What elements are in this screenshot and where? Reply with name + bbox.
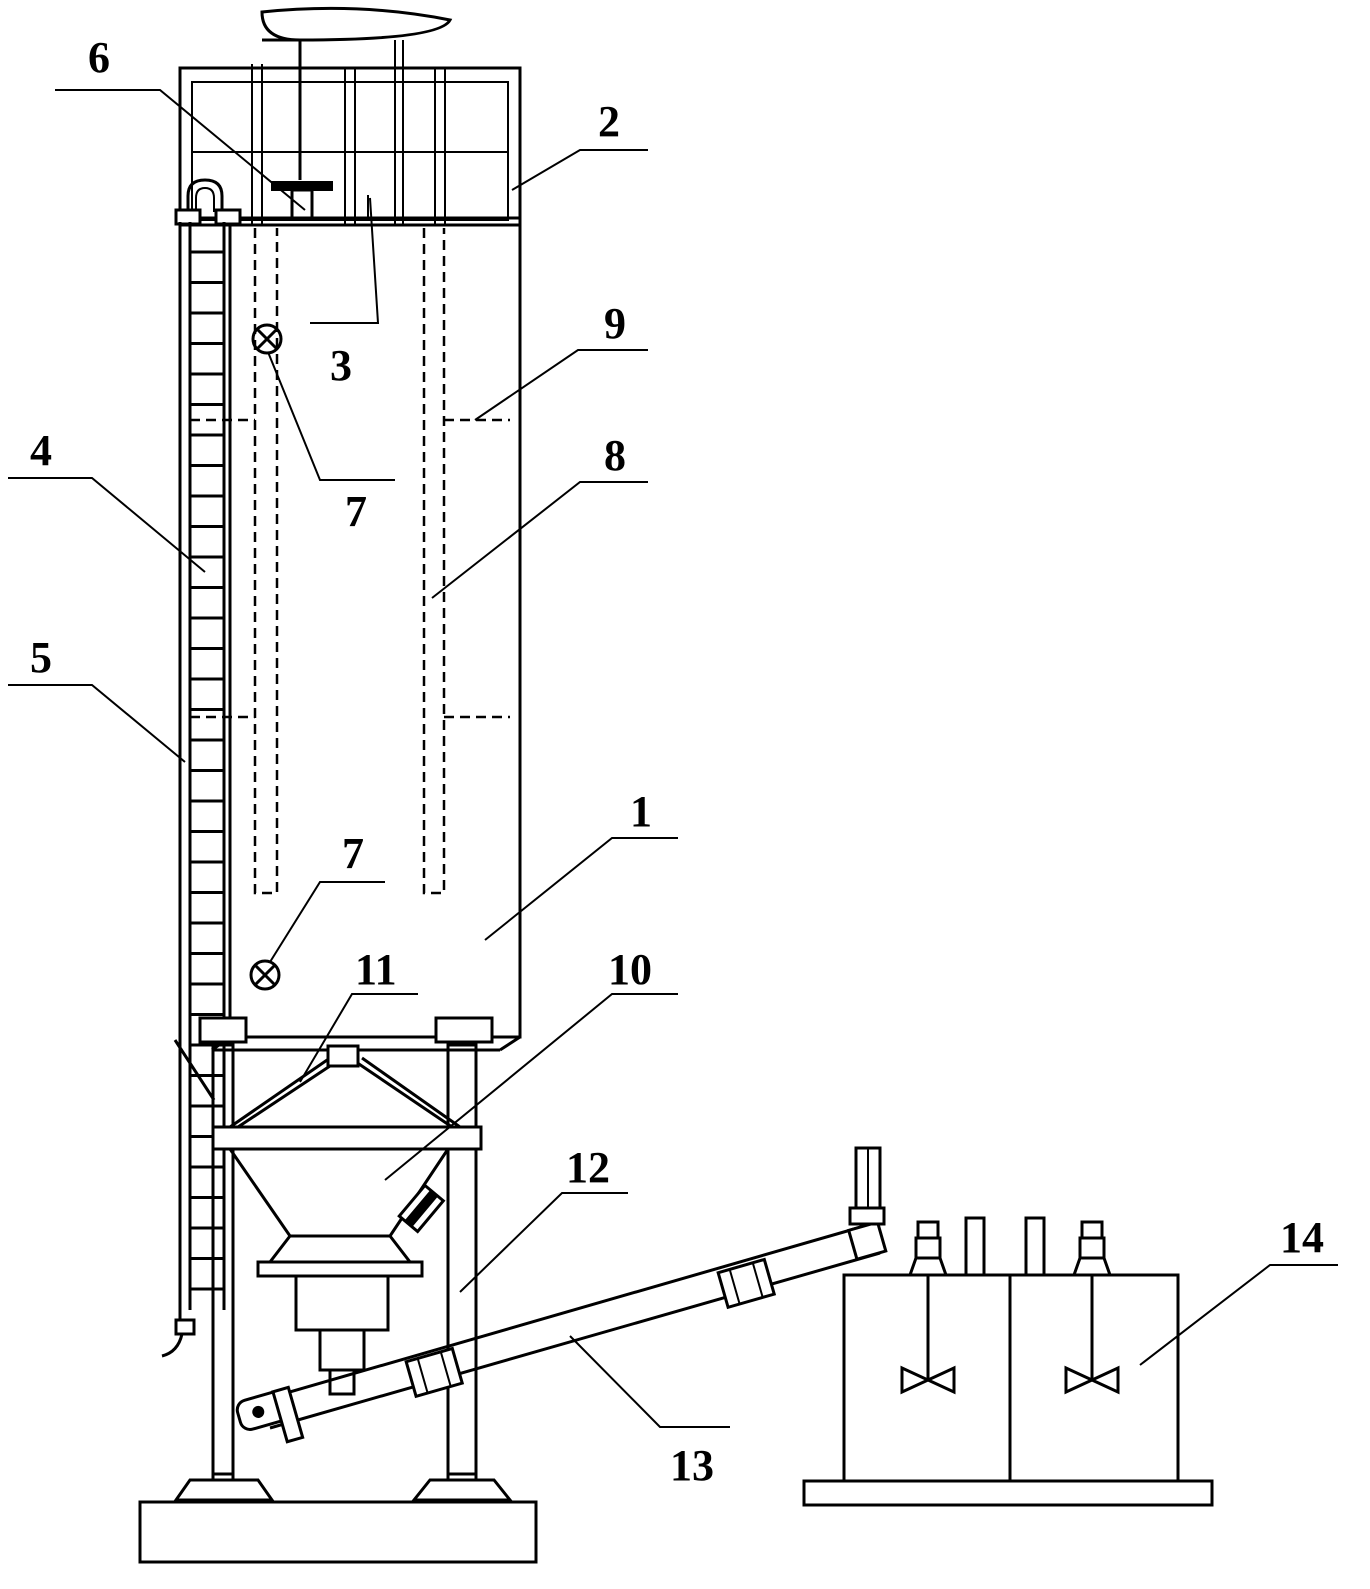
callout-3: 3 [330,341,352,390]
filling-pipe [271,181,369,220]
callout-5: 5 [30,633,52,682]
callout-6: 6 [88,33,110,82]
leader-lines [8,89,1338,1428]
dust-collector-cap [260,6,453,180]
ladder [161,222,226,1358]
vent-gooseneck [174,178,242,226]
screw-conveyor [235,1146,888,1444]
callout-7-lower: 7 [342,829,364,878]
callout-1: 1 [630,787,652,836]
level-sensor-upper [251,323,283,355]
callout-4: 4 [30,426,52,475]
callout-10: 10 [608,945,652,994]
level-sensor-lower [249,959,281,991]
ladder-rungs [190,250,224,1291]
callout-9: 9 [604,299,626,348]
callout-12: 12 [566,1143,610,1192]
support-frame [138,1016,538,1564]
cone-hopper [228,1044,450,1396]
mixing-tanks [802,1216,1214,1507]
callout-13: 13 [670,1441,714,1490]
callout-7-upper: 7 [345,487,367,536]
callout-2: 2 [598,97,620,146]
internal-dashed-pipes [190,228,510,895]
callout-8: 8 [604,431,626,480]
callout-11: 11 [355,945,397,994]
callout-14: 14 [1280,1213,1324,1262]
callout-labels: 6 2 3 9 7 4 8 5 1 7 11 10 12 13 14 [30,33,1324,1490]
top-guardrail [178,40,522,227]
